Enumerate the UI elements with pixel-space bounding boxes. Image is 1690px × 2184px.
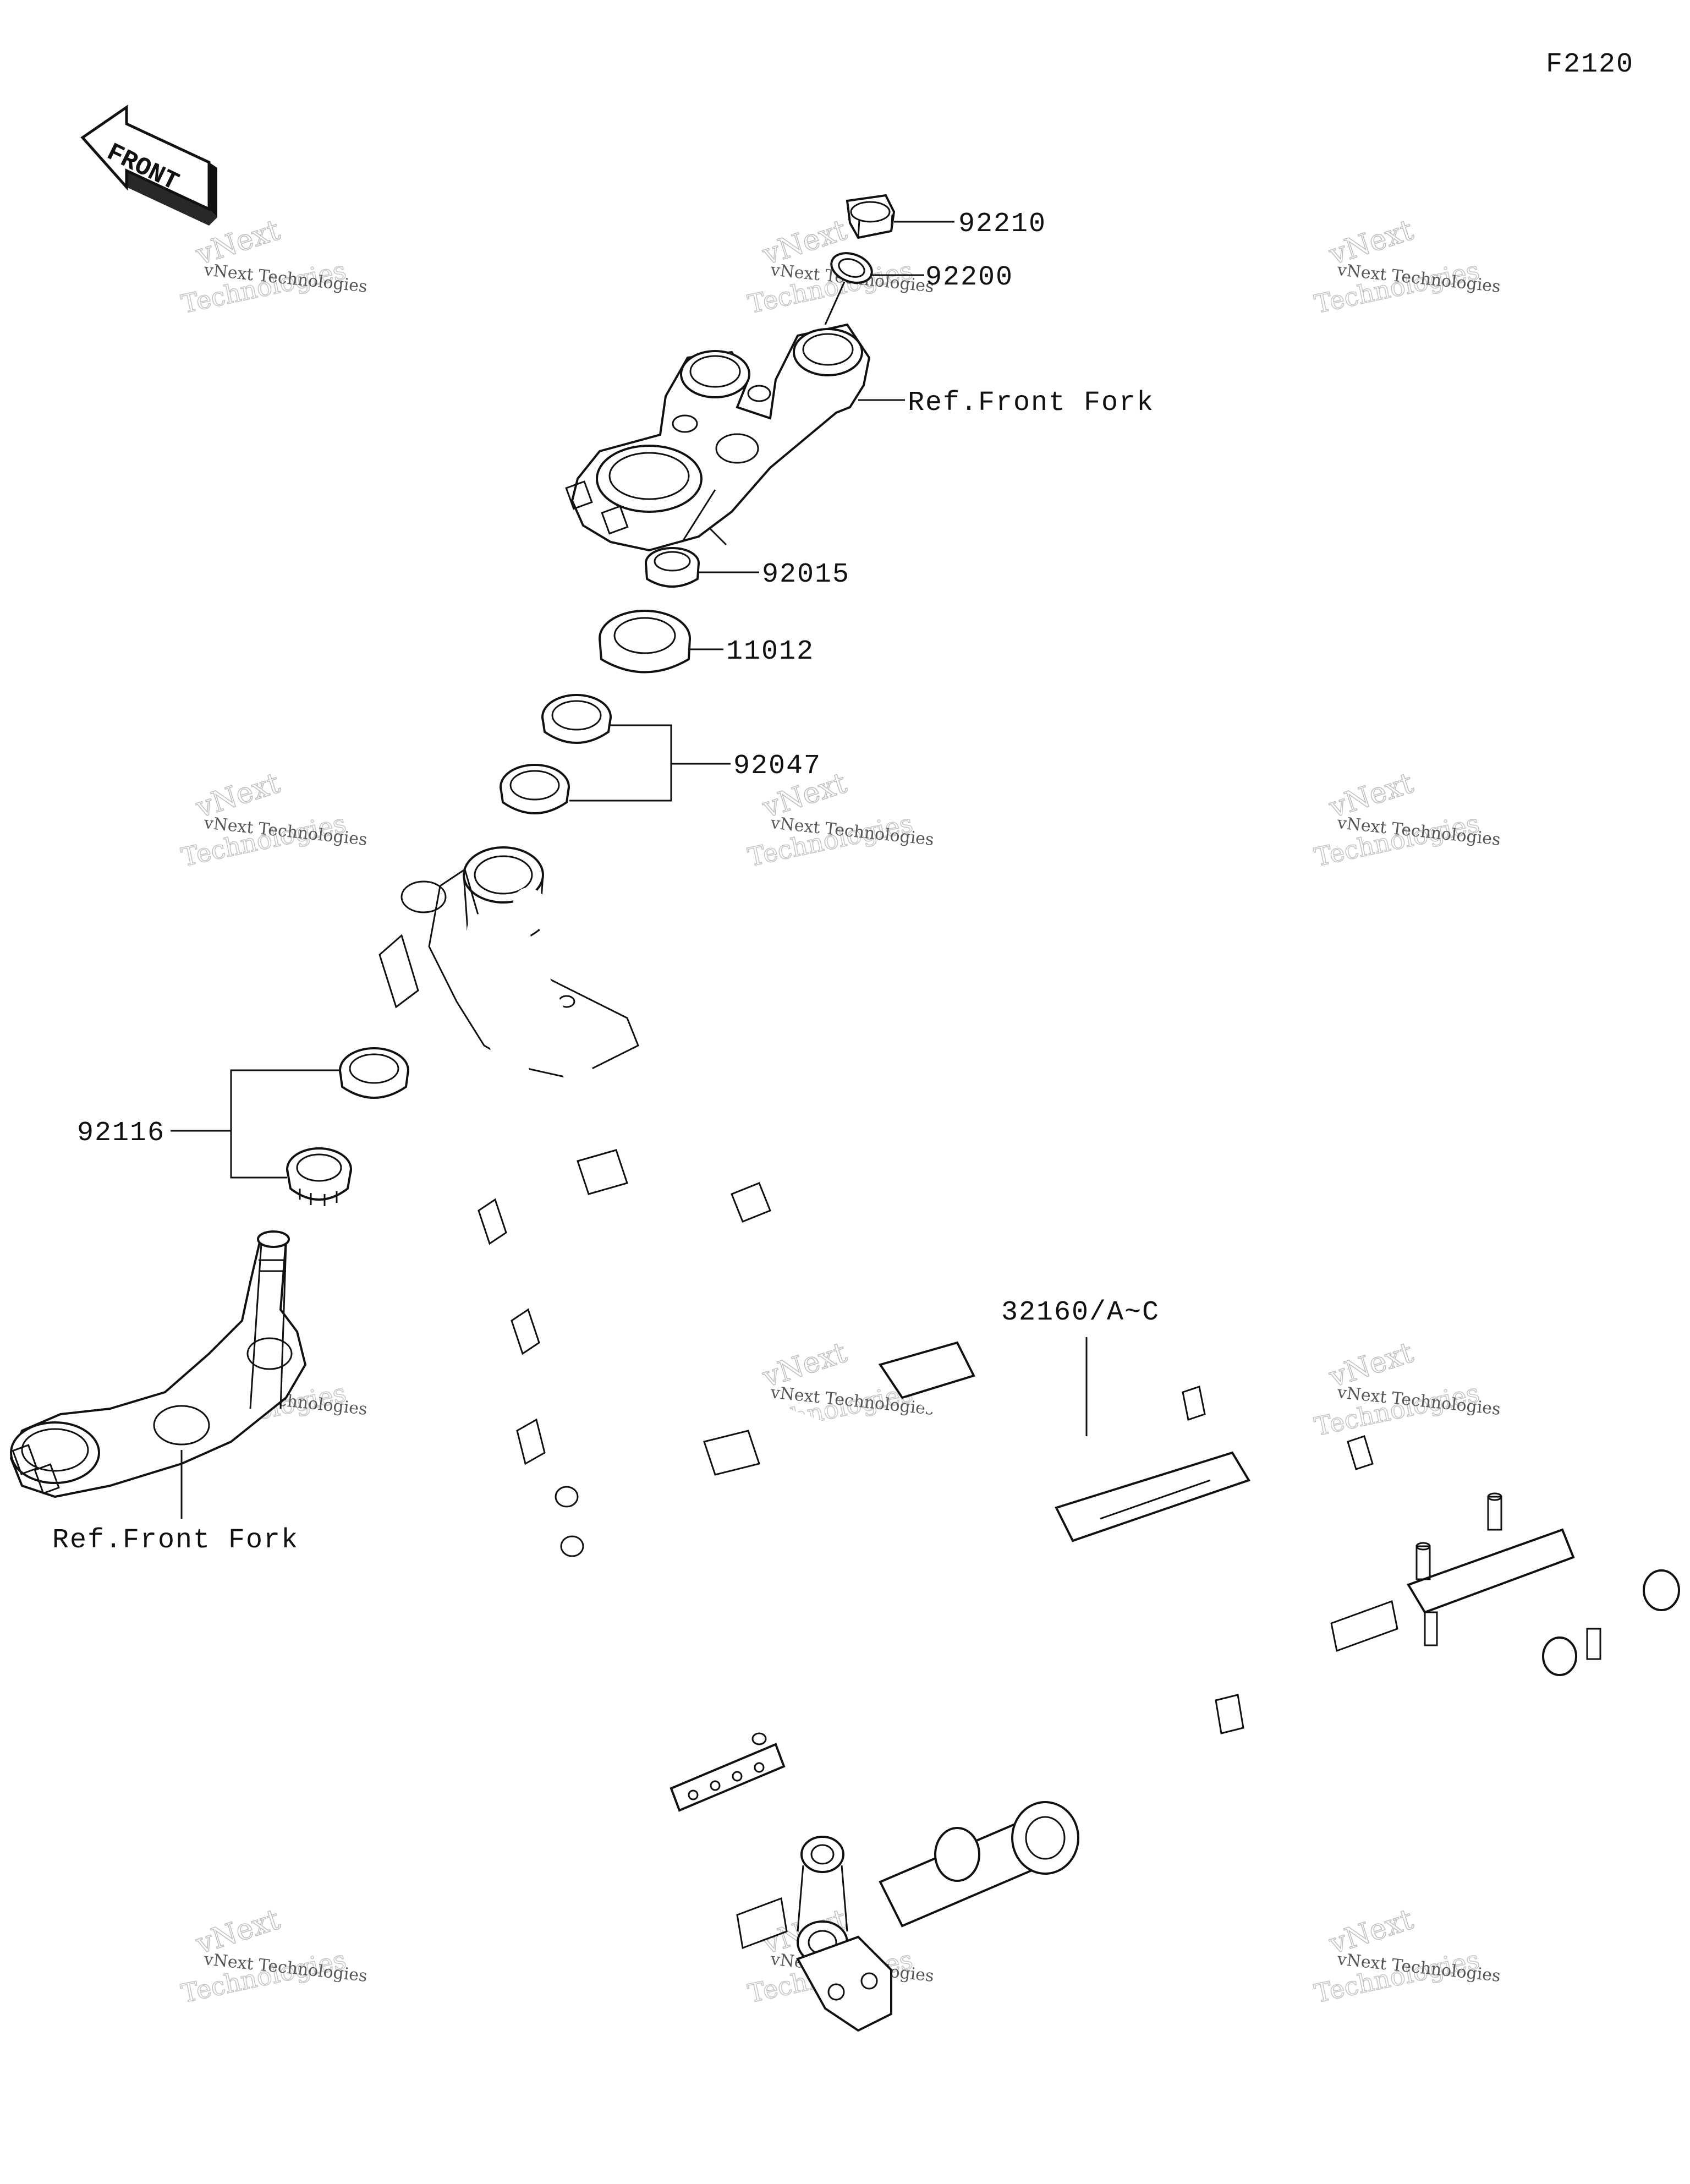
label-ref-front-fork-upper[interactable]: Ref.Front Fork [908, 387, 1154, 419]
label-11012[interactable]: 11012 [726, 636, 814, 667]
label-92015[interactable]: 92015 [762, 559, 850, 590]
part-92047-bearing-lower[interactable] [500, 764, 570, 814]
watermark: vNext Technologies vNext Technologies [178, 766, 368, 872]
watermark: vNext Technologies vNext Technologies [745, 213, 935, 319]
label-92047[interactable]: 92047 [733, 751, 821, 782]
leader-92200-down [824, 281, 846, 325]
part-92116-bearing[interactable] [286, 1147, 352, 1206]
part-92200-washer[interactable] [827, 248, 876, 288]
label-32160[interactable]: 32160/A~C [1001, 1297, 1160, 1328]
upper-triple-clamp[interactable] [565, 323, 871, 552]
watermark-grid: vNext Technologies vNext Technologies vN… [178, 213, 1501, 2008]
leader-92116-bracket [230, 1069, 340, 1179]
part-92015-stem-nut[interactable] [645, 547, 700, 588]
part-92116-race[interactable] [339, 1047, 409, 1099]
label-92210[interactable]: 92210 [958, 209, 1046, 240]
watermark: vNext Technologies vNext Technologies [1312, 213, 1501, 319]
watermark: vNext Technologies vNext Technologies [1312, 1335, 1501, 1442]
label-92116[interactable]: 92116 [77, 1118, 165, 1149]
part-92047-bearing-upper[interactable] [541, 694, 612, 744]
label-92200[interactable]: 92200 [925, 262, 1013, 293]
label-ref-front-fork-lower[interactable]: Ref.Front Fork [52, 1525, 299, 1556]
front-direction-arrow-icon: FRONT [80, 105, 217, 226]
watermark: vNext Technologies vNext Technologies [1312, 766, 1501, 872]
watermark: vNext Technologies vNext Technologies [178, 1902, 368, 2008]
motorcycle-frame[interactable] [378, 846, 1680, 2032]
leader-92015-up [681, 489, 716, 543]
part-11012-cap[interactable] [599, 610, 691, 674]
part-92210-nut[interactable] [846, 194, 896, 239]
lower-triple-clamp-stem[interactable] [9, 1230, 307, 1498]
watermark: vNext Technologies vNext Technologies [745, 766, 935, 872]
watermark: vNext Technologies vNext Technologies [1312, 1902, 1501, 2008]
watermark: vNext Technologies vNext Technologies [178, 213, 368, 319]
figure-code: F2120 [1546, 49, 1634, 80]
